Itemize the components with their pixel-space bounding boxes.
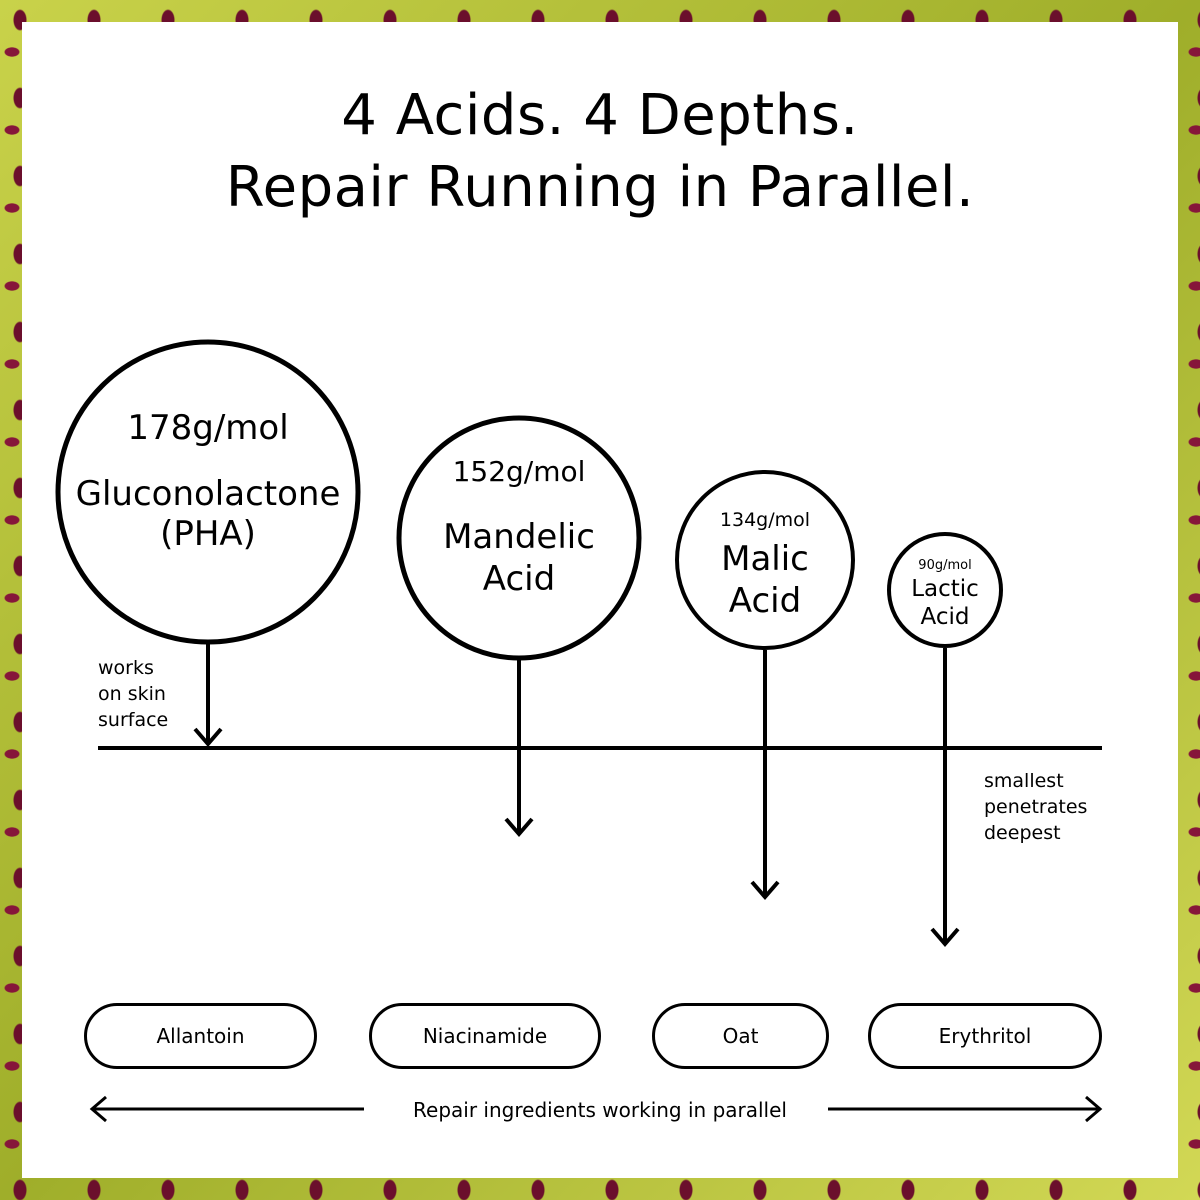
gluconolactone-name-line-1: Gluconolactone xyxy=(75,474,341,514)
gluconolactone-label: 178g/mol Gluconolactone (PHA) xyxy=(58,404,358,554)
gluconolactone-name-line-2: (PHA) xyxy=(160,514,256,554)
niacinamide-pill: Niacinamide xyxy=(369,1003,601,1069)
mandelic-label: 152g/mol Mandelic Acid xyxy=(399,452,639,600)
lactic-name-line-1: Lactic xyxy=(911,576,979,602)
oat-pill: Oat xyxy=(652,1003,829,1069)
right-parallel-arrow xyxy=(828,1095,1103,1123)
malic-depth-arrow xyxy=(750,650,780,901)
surface-note: works on skin surface xyxy=(98,657,169,731)
erythritol-pill: Erythritol xyxy=(868,1003,1102,1069)
mandelic-name-line-1: Mandelic xyxy=(443,517,595,557)
gluconolactone-weight: 178g/mol xyxy=(127,408,289,448)
title-line-1: 4 Acids. 4 Depths. xyxy=(341,83,859,148)
mandelic-weight: 152g/mol xyxy=(452,455,586,488)
gluconolactone-circle xyxy=(55,339,361,645)
deepest-note: smallest penetrates deepest xyxy=(984,770,1088,844)
allantoin-pill: Allantoin xyxy=(84,1003,317,1069)
gluconolactone-depth-arrow xyxy=(193,644,223,748)
mandelic-circle xyxy=(396,415,642,661)
malic-circle xyxy=(675,470,855,650)
malic-weight: 134g/mol xyxy=(719,509,811,531)
parallel-caption: Repair ingredients working in parallel xyxy=(413,1098,787,1122)
lactic-circle xyxy=(887,532,1003,648)
title-line-2: Repair Running in Parallel. xyxy=(225,155,975,220)
mandelic-depth-arrow xyxy=(504,660,534,838)
malic-name-line-1: Malic xyxy=(721,539,809,579)
lactic-label: 90g/mol Lactic Acid xyxy=(889,557,1001,631)
malic-label: 134g/mol Malic Acid xyxy=(677,506,853,622)
left-parallel-arrow xyxy=(89,1095,364,1123)
lactic-depth-arrow xyxy=(930,648,960,948)
lactic-name-line-2: Acid xyxy=(920,604,970,630)
malic-name-line-2: Acid xyxy=(728,581,802,621)
lactic-weight: 90g/mol xyxy=(918,558,972,573)
page-title: 4 Acids. 4 Depths. Repair Running in Par… xyxy=(0,80,1200,224)
content-panel xyxy=(22,22,1178,1178)
mandelic-name-line-2: Acid xyxy=(482,559,556,599)
